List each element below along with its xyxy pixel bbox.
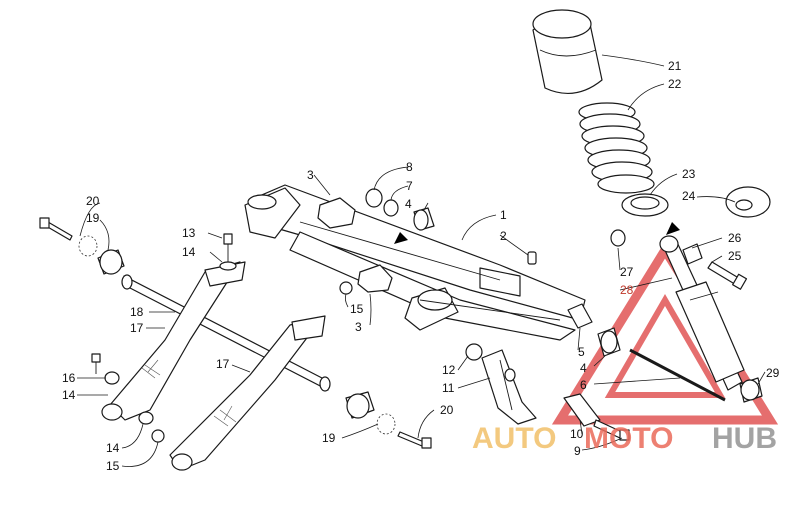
shock-absorber — [659, 235, 745, 391]
lock-washer — [383, 199, 399, 217]
grease-fitting — [527, 251, 537, 265]
spring-seat — [621, 193, 669, 217]
callout-6: 6 — [580, 378, 587, 392]
callout-19-right: 19 — [322, 431, 336, 445]
callout-23: 23 — [682, 167, 696, 181]
callout-14-top: 14 — [182, 245, 196, 259]
coil-spring — [578, 102, 655, 194]
callout-4-upper: 4 — [405, 197, 412, 211]
callout-26: 26 — [728, 231, 742, 245]
callout-5: 5 — [578, 345, 585, 359]
bolt — [593, 419, 630, 441]
bushing-lower — [597, 327, 621, 357]
callout-25: 25 — [728, 249, 742, 263]
shock-spacer — [682, 243, 703, 265]
callout-17-left: 17 — [130, 321, 144, 335]
callout-2: 2 — [500, 229, 507, 243]
wear-pad-upper — [317, 197, 356, 229]
nut-center — [339, 281, 353, 295]
callout-3-lower: 3 — [355, 320, 362, 334]
callout-3-upper: 3 — [307, 168, 314, 182]
callout-8: 8 — [406, 160, 413, 174]
screw — [223, 233, 233, 262]
callout-15-center: 15 — [350, 302, 364, 316]
mounting-bracket — [481, 349, 537, 425]
wear-pad-lower — [357, 264, 393, 293]
bushing-upper — [413, 207, 435, 231]
callout-22: 22 — [668, 77, 682, 91]
callout-1: 1 — [500, 208, 507, 222]
callout-7: 7 — [406, 179, 413, 193]
watermark-triangle-inner — [604, 294, 726, 398]
callout-29: 29 — [766, 366, 780, 380]
callout-19-left: 19 — [86, 211, 100, 225]
washer-top — [219, 261, 237, 271]
callout-15-lower: 15 — [106, 459, 120, 473]
callout-10: 10 — [570, 427, 584, 441]
callout-27: 27 — [620, 265, 634, 279]
leader-lines — [77, 54, 766, 467]
bump-stop-cap — [532, 9, 603, 94]
callout-20-right: 20 — [440, 403, 454, 417]
watermark-auto: AUTO — [472, 422, 556, 455]
watermark-moto: MOTO — [584, 422, 673, 455]
flange-nut — [465, 343, 483, 361]
callout-4-lower: 4 — [580, 361, 587, 375]
pivot-shaft — [629, 348, 726, 402]
end-bolt-left — [39, 217, 73, 241]
nut — [365, 188, 383, 208]
callout-9: 9 — [574, 444, 581, 458]
reference-arrow-left — [394, 232, 408, 244]
washer-left — [104, 371, 120, 385]
washer-lower — [138, 411, 154, 425]
callout-12: 12 — [442, 363, 456, 377]
callout-13: 13 — [182, 226, 196, 240]
callout-labels: 20 19 18 17 17 16 14 14 15 13 14 3 8 7 4… — [62, 59, 780, 473]
callout-24: 24 — [682, 189, 696, 203]
callout-18: 18 — [130, 305, 144, 319]
callout-14-lower: 14 — [106, 441, 120, 455]
callout-17-right: 17 — [216, 357, 230, 371]
callout-11: 11 — [442, 381, 455, 395]
washer — [610, 229, 626, 247]
reference-arrow-right — [666, 222, 680, 235]
screw-small — [91, 353, 101, 374]
pivot-spacer — [567, 303, 593, 329]
spring-retainer — [725, 186, 771, 218]
callout-28: 28 — [620, 283, 634, 297]
watermark-text: AUTO MOTO HUB — [472, 422, 777, 455]
callout-16: 16 — [62, 371, 76, 385]
callout-21: 21 — [668, 59, 682, 73]
end-bolt-right — [397, 431, 432, 449]
sleeve — [563, 393, 601, 427]
rear-arm-right — [169, 315, 326, 471]
end-bushing-right — [345, 391, 396, 435]
shock-bushing — [739, 377, 763, 403]
end-bushing-left — [78, 235, 125, 275]
watermark-hub: HUB — [712, 422, 777, 455]
shock-bolt — [707, 261, 748, 290]
callout-20-left: 20 — [86, 194, 100, 208]
nut-lower — [151, 429, 165, 443]
callout-14-left: 14 — [62, 388, 76, 402]
